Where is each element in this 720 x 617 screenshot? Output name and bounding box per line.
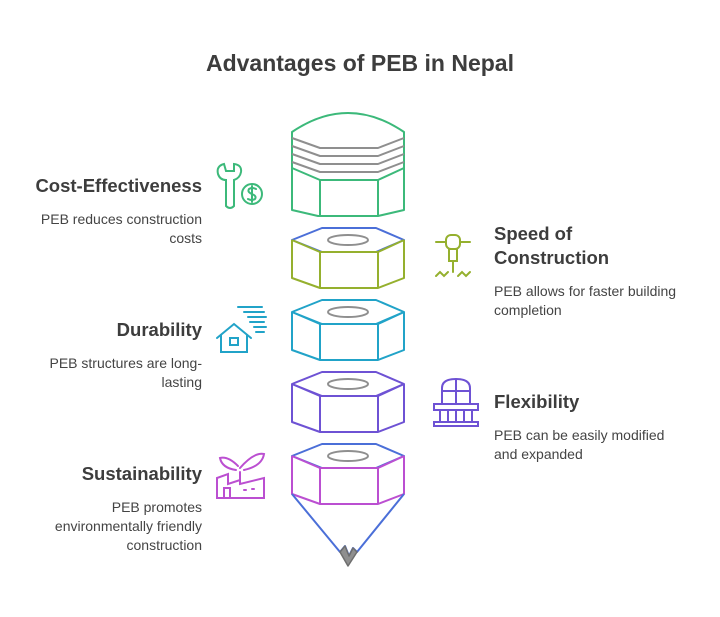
heading-line: Speed of — [494, 223, 573, 244]
desc-line: PEB allows for faster building — [494, 283, 677, 299]
desc-line: environmentally friendly — [54, 518, 202, 534]
factory-plant-icon — [216, 452, 266, 499]
nut-sustainability — [291, 443, 405, 505]
desc-durability: PEB structures are long- lasting — [49, 354, 202, 392]
desc-line: completion — [494, 302, 562, 318]
balcony-window-icon — [433, 377, 479, 427]
desc-line: PEB reduces construction — [40, 211, 202, 227]
desc-line: costs — [169, 230, 202, 246]
heading-sustainability: Sustainability — [81, 463, 202, 484]
desc-line: PEB structures are long- — [49, 355, 202, 371]
nut-flexibility — [291, 371, 405, 433]
cap-bands — [291, 137, 405, 173]
desc-flexibility: PEB can be easily modified and expanded — [494, 426, 664, 464]
desc-line: PEB promotes — [111, 499, 202, 515]
desc-speed-of-construction: PEB allows for faster building completio… — [494, 282, 676, 320]
cap-segment — [291, 112, 405, 217]
heading-flexibility: Flexibility — [494, 391, 580, 412]
wrench-dollar-icon — [216, 162, 263, 209]
desc-line: lasting — [161, 374, 202, 390]
nut-durability — [291, 299, 405, 361]
house-wind-icon — [216, 306, 267, 353]
jackhammer-icon — [435, 234, 471, 278]
desc-line: and expanded — [494, 446, 583, 462]
heading-speed-of-construction: Speed of Construction — [494, 222, 609, 270]
page-title: Advantages of PEB in Nepal — [205, 50, 514, 76]
pencil-lead — [339, 545, 358, 567]
heading-cost-effectiveness: Cost-Effectiveness — [35, 175, 202, 196]
nut-speed — [291, 227, 405, 289]
desc-cost-effectiveness: PEB reduces construction costs — [41, 210, 202, 248]
heading-durability: Durability — [116, 319, 202, 340]
heading-line: Construction — [494, 247, 610, 268]
desc-line: construction — [126, 537, 202, 553]
desc-line: PEB can be easily modified — [494, 427, 665, 443]
desc-sustainability: PEB promotes environmentally friendly co… — [55, 498, 202, 555]
